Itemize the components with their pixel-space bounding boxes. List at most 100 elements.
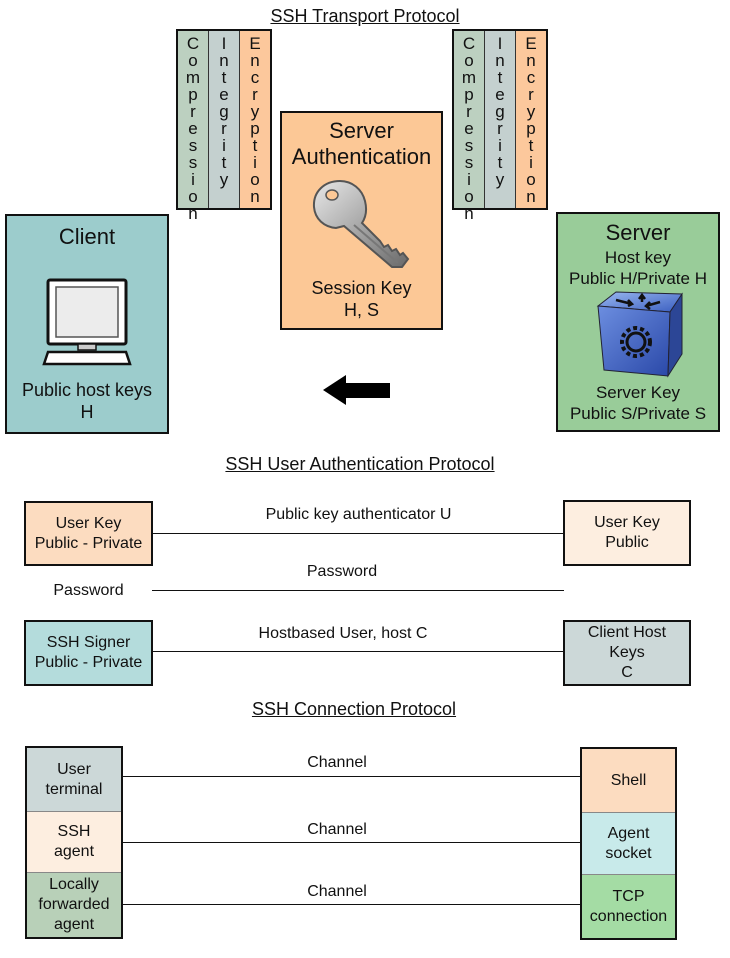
stack-letter: r bbox=[528, 85, 534, 104]
stack-letter: i bbox=[529, 153, 533, 172]
stack-letter: p bbox=[188, 85, 198, 104]
agent-socket-cell: Agent socket bbox=[582, 813, 675, 875]
transport-title: SSH Transport Protocol bbox=[270, 6, 460, 26]
stack-letter: o bbox=[188, 187, 198, 206]
user-auth-title: SSH User Authentication Protocol bbox=[225, 454, 495, 474]
computer-icon bbox=[42, 278, 132, 366]
client-host-keys-line2: Keys bbox=[609, 644, 645, 661]
user-terminal-line1: User bbox=[57, 760, 91, 778]
stack-letter: n bbox=[495, 51, 505, 70]
key-icon bbox=[312, 179, 410, 268]
stack-letter: t bbox=[528, 136, 534, 155]
router-icon bbox=[596, 291, 683, 378]
user-key-public-line2: Public bbox=[605, 534, 649, 551]
channel-label-2: Channel bbox=[307, 821, 367, 838]
server-host-key-value: Public H/Private H bbox=[569, 269, 707, 288]
channel-line-3 bbox=[122, 904, 581, 905]
stack-letter: y bbox=[250, 102, 260, 121]
server-box: Server Host key Public H/Private H Serve… bbox=[556, 212, 720, 432]
client-host-keys-line3: C bbox=[621, 664, 633, 681]
user-key-private-line1: User Key bbox=[55, 514, 122, 532]
user-key-public-line1: User Key bbox=[594, 514, 660, 531]
stack-letter: o bbox=[188, 51, 198, 70]
hostbased-label: Hostbased User, host C bbox=[258, 625, 428, 642]
stack-letter: y bbox=[495, 170, 505, 189]
stack-letter: n bbox=[526, 187, 536, 206]
stack-letter: n bbox=[526, 51, 536, 70]
stack-letter: n bbox=[219, 51, 229, 70]
client-host-keys-line1: Client Host bbox=[587, 624, 667, 641]
agent-socket-line1: Agent bbox=[607, 824, 650, 842]
stack-letter: i bbox=[253, 153, 257, 172]
stack-letter: e bbox=[188, 119, 198, 138]
stack-letter: r bbox=[190, 102, 196, 121]
server-key-label: Server Key bbox=[595, 383, 681, 402]
stack-letter: C bbox=[186, 34, 200, 53]
stack-letter: s bbox=[464, 153, 474, 172]
connection-right-stack: Shell Agent socket TCP connection bbox=[580, 747, 677, 940]
stack-letter: r bbox=[466, 102, 472, 121]
session-key-label: Session Key bbox=[311, 278, 412, 298]
stack-letter: t bbox=[497, 68, 503, 87]
server-key-value: Public S/Private S bbox=[569, 404, 707, 423]
stack-letter: E bbox=[525, 34, 537, 53]
stack-letter: i bbox=[191, 170, 195, 189]
ssh-agent-line2: agent bbox=[53, 843, 95, 860]
stack-letter: c bbox=[250, 68, 260, 87]
stack-letter: g bbox=[219, 102, 229, 121]
stack-letter: e bbox=[495, 85, 505, 104]
stack-letter: p bbox=[526, 119, 536, 138]
stack-letter: m bbox=[185, 68, 201, 87]
public-key-authenticator-label: Public key authenticator U bbox=[265, 506, 452, 523]
connection-title: SSH Connection Protocol bbox=[251, 699, 457, 719]
stack-letter: n bbox=[250, 51, 260, 70]
stack-letter: t bbox=[221, 153, 227, 172]
stack-letter: o bbox=[464, 51, 474, 70]
password-left-label: Password bbox=[53, 582, 124, 599]
server-authentication-box: Server Authentication Session Key H, S bbox=[280, 111, 443, 330]
tcp-connection-cell: TCP connection bbox=[582, 875, 675, 938]
user-key-private-box: User Key Public - Private bbox=[24, 501, 153, 566]
stack-letter: p bbox=[250, 119, 260, 138]
stack-letter: i bbox=[222, 136, 226, 155]
client-keys-label: Public host keys bbox=[21, 380, 153, 400]
stack-letter: s bbox=[188, 153, 198, 172]
ssh-signer-box: SSH Signer Public - Private bbox=[24, 620, 153, 686]
stack-letter: t bbox=[221, 68, 227, 87]
stack-letter: i bbox=[467, 170, 471, 189]
stack-letter: E bbox=[249, 34, 261, 53]
stack-letter: C bbox=[462, 34, 476, 53]
stack-letter: y bbox=[526, 102, 536, 121]
agent-socket-line2: socket bbox=[605, 844, 652, 862]
channel-label-1: Channel bbox=[307, 754, 367, 771]
channel-line-1 bbox=[122, 776, 581, 777]
ssh-signer-line1: SSH Signer bbox=[46, 634, 131, 651]
public-key-connector bbox=[153, 533, 564, 534]
shell-line1: Shell bbox=[610, 771, 647, 789]
stack-letter: n bbox=[188, 204, 198, 223]
stack-letter: e bbox=[464, 119, 474, 138]
stack-letter: r bbox=[497, 119, 503, 138]
ssh-signer-line2: Public - Private bbox=[34, 654, 143, 671]
server-host-key-label: Host key bbox=[604, 248, 672, 267]
tcp-connection-line1: TCP bbox=[612, 887, 645, 905]
channel-line-2 bbox=[122, 842, 581, 843]
server-auth-title-line2: Authentication bbox=[291, 144, 432, 169]
user-terminal-line2: terminal bbox=[45, 780, 103, 798]
password-connector bbox=[152, 590, 564, 591]
stack-letter: i bbox=[498, 136, 502, 155]
stack-letter: p bbox=[464, 85, 474, 104]
locally-forwarded-line2: forwarded bbox=[38, 896, 110, 913]
tcp-connection-line2: connection bbox=[589, 907, 668, 925]
locally-forwarded-line3: agent bbox=[53, 916, 95, 933]
server-auth-title-line1: Server bbox=[329, 118, 394, 143]
user-terminal-cell: User terminal bbox=[27, 748, 121, 812]
stack-letter: e bbox=[219, 85, 229, 104]
stack-letter: c bbox=[526, 68, 536, 87]
